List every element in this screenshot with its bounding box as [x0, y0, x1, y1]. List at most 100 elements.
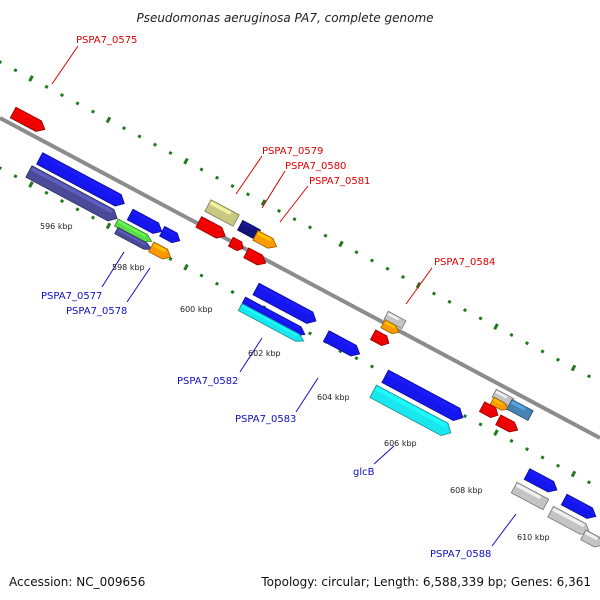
gene-arrow — [495, 414, 519, 433]
track-tick — [168, 256, 173, 261]
gene-label: PSPA7_0579 — [262, 146, 323, 157]
gene-label: PSPA7_0584 — [434, 257, 495, 268]
track-tick — [415, 281, 422, 289]
gene-arrow — [369, 384, 452, 437]
scale-label: 604 kbp — [317, 393, 350, 402]
label-leaders — [51, 45, 517, 547]
track-tick — [478, 316, 483, 321]
track-tick — [369, 364, 375, 369]
track-tick — [230, 290, 235, 295]
track-tick — [493, 429, 499, 436]
track-tick — [59, 93, 65, 98]
track-tick — [586, 374, 592, 379]
gene-arrow — [36, 152, 125, 207]
gene-arrow — [506, 398, 534, 422]
gene-arrow — [114, 226, 153, 250]
gene-arrow — [381, 369, 464, 422]
gene-label: PSPA7_0575 — [76, 35, 137, 46]
track-tick — [385, 266, 390, 271]
track-tick — [493, 323, 499, 330]
track-tick — [276, 208, 282, 213]
track-tick — [183, 263, 189, 271]
gene-arrow — [510, 481, 550, 511]
gene-arrow — [489, 396, 509, 411]
map-title: Pseudomonas aeruginosa PA7, complete gen… — [136, 11, 433, 25]
track-tick — [105, 222, 112, 230]
gene-arrow — [560, 493, 597, 519]
scale-label: 598 kbp — [112, 263, 145, 272]
track-tick — [59, 199, 65, 204]
track-tick — [152, 142, 158, 147]
scale-label: 608 kbp — [450, 486, 483, 495]
gene-arrow — [243, 247, 267, 266]
gene-arrow — [9, 106, 46, 132]
scale-label: 600 kbp — [180, 305, 213, 314]
track-tick — [168, 150, 173, 155]
gene-arrow — [369, 329, 390, 346]
track-tick — [540, 455, 545, 460]
track-tick — [509, 438, 514, 443]
track-tick — [540, 349, 545, 354]
track-tick — [292, 217, 297, 222]
gene-arrow — [252, 229, 278, 249]
track-tick — [354, 356, 359, 361]
gene-arrow — [126, 208, 163, 234]
track-tick — [44, 84, 49, 89]
gene-arrow — [380, 319, 400, 335]
track-tick — [0, 165, 3, 171]
track-tick — [586, 480, 592, 485]
gene-arrow — [237, 302, 305, 342]
gene-arrow — [195, 216, 226, 239]
track-tick — [354, 250, 359, 255]
scale-label: 610 kbp — [517, 533, 550, 542]
track-tick — [245, 192, 251, 197]
gene-labels: PSPA7_0575 PSPA7_0579 PSPA7_0580 PSPA7_0… — [41, 35, 495, 560]
scale-label: 606 kbp — [384, 439, 417, 448]
track-tick — [369, 258, 375, 263]
gene-label: PSPA7_0582 — [177, 376, 238, 387]
gene-arrow — [523, 468, 558, 493]
track-tick — [90, 109, 96, 114]
track-tick — [28, 181, 34, 188]
track-tick — [28, 75, 34, 82]
gene-arrow — [322, 330, 361, 357]
track-tick — [90, 215, 96, 220]
gene-arrow — [252, 282, 317, 324]
scale-label: 602 kbp — [248, 349, 281, 358]
track-tick — [214, 281, 220, 286]
gene-arrow — [148, 241, 172, 260]
gene-arrow — [204, 199, 240, 227]
track-tick — [260, 199, 267, 206]
gene-label: PSPA7_0577 — [41, 291, 102, 302]
gene-label: PSPA7_0583 — [235, 414, 296, 425]
gene-arrow — [113, 218, 153, 243]
track-tick — [230, 184, 235, 189]
track-tick — [338, 240, 344, 248]
track-tick — [199, 273, 204, 278]
gene-label: PSPA7_0580 — [285, 161, 346, 172]
scale-labels: 596 kbp 598 kbp 600 kbp 602 kbp 604 kbp … — [40, 222, 550, 542]
track-tick — [75, 207, 80, 212]
track-tick — [137, 134, 142, 139]
track-tick — [75, 101, 80, 106]
track-tick — [0, 59, 3, 65]
track-tick — [462, 308, 468, 313]
track-tick — [555, 463, 561, 468]
track-tick — [509, 332, 514, 337]
track-tick — [400, 274, 406, 280]
track-tick — [105, 116, 112, 124]
accession-text: Accession: NC_009656 — [9, 575, 145, 589]
gene-arrow — [25, 165, 118, 222]
track-tick — [307, 331, 313, 336]
gene-label: PSPA7_0581 — [309, 176, 370, 187]
track-tick — [44, 190, 49, 195]
track-tick — [121, 126, 127, 131]
track-tick — [323, 233, 328, 238]
gene-label: PSPA7_0578 — [66, 306, 127, 317]
gene-arrow — [227, 236, 244, 252]
track-tick — [570, 470, 577, 478]
track-tick — [183, 157, 189, 165]
track-tick — [13, 68, 18, 73]
gene-arrow — [383, 310, 407, 330]
